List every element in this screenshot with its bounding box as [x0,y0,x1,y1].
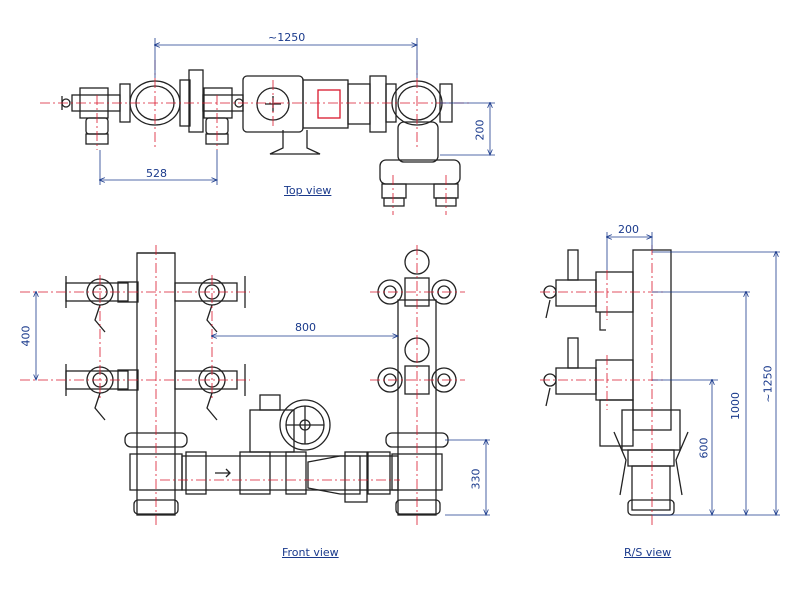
dim-top-width: ~1250 [268,31,306,44]
front-dimensions [36,292,490,515]
landing-valve-2 [174,276,246,333]
dim-front-pipe-spacing: 800 [295,321,316,334]
landing-valve-3 [65,364,139,421]
front-centerlines [20,245,465,525]
front-view [65,249,457,516]
dim-top-spacing: 528 [146,167,167,180]
dim-rs-600: 600 [697,437,711,459]
rs-view [543,249,689,516]
dim-front-base-height: 330 [469,468,483,490]
rs-dimensions [607,232,780,515]
view-label-front: Front view [282,546,339,559]
rs-centerlines [540,245,665,525]
view-label-rs: R/S view [624,546,672,559]
view-label-top: Top view [284,184,332,197]
landing-valve-1 [65,276,139,333]
dim-rs-1000: 1000 [729,392,742,420]
dim-rs-offset: 200 [618,223,639,236]
dim-top-depth: 200 [473,119,487,141]
dim-front-valve-spacing: 400 [19,325,33,347]
dim-rs-total-height: ~1250 [761,365,775,403]
top-view [61,69,461,207]
top-dimensions [100,38,495,185]
landing-valve-4 [174,364,246,421]
